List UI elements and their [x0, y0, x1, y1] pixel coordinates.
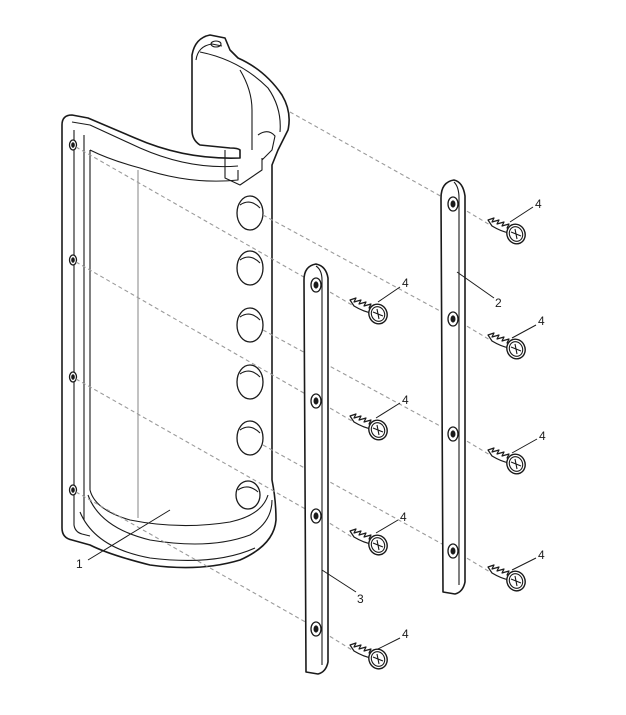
label-screw-r3: 4 — [539, 429, 546, 443]
label-part-2: 2 — [495, 296, 502, 310]
label-screw-r4: 4 — [538, 548, 545, 562]
mounting-rail-right — [440, 179, 466, 595]
label-screw-r1: 4 — [535, 197, 542, 211]
screw-right-1 — [487, 217, 530, 248]
callout-labels: 1 2 3 4 4 4 4 4 4 4 4 — [76, 197, 546, 641]
flange-holes — [68, 139, 78, 496]
leader-lines — [87, 206, 538, 650]
screw-left-3 — [349, 528, 392, 559]
screws — [349, 217, 530, 673]
screw-left-2 — [349, 413, 392, 444]
alignment-lines — [75, 111, 491, 651]
screw-right-3 — [487, 447, 530, 478]
label-screw-r2: 4 — [538, 314, 545, 328]
label-part-3: 3 — [357, 592, 364, 606]
screw-right-4 — [487, 564, 530, 595]
mounting-rail-left — [303, 263, 329, 675]
screw-left-4 — [349, 642, 392, 673]
screw-left-1 — [349, 297, 392, 328]
label-screw-l2: 4 — [402, 393, 409, 407]
label-screw-l4: 4 — [402, 627, 409, 641]
label-screw-l3: 4 — [400, 510, 407, 524]
label-part-1: 1 — [76, 557, 83, 571]
housing-part — [61, 34, 290, 569]
screw-right-2 — [487, 332, 530, 363]
label-screw-l1: 4 — [402, 276, 409, 290]
side-holes — [235, 195, 264, 510]
